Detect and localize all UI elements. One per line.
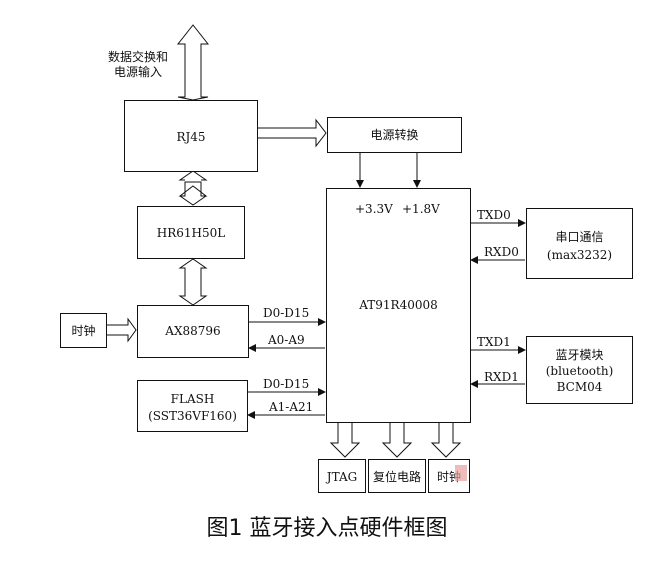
- red-mark: [455, 465, 467, 481]
- rj45-power-arrow: [258, 118, 327, 148]
- mcu-block: +3.3V +1.8V AT91R40008: [326, 188, 471, 423]
- rj45-hr-double-arrow: [178, 170, 208, 206]
- clock-bottom-label: 时钟: [436, 470, 461, 484]
- serial-block: 串口通信 (max3232): [526, 208, 633, 279]
- clock-ax-arrow: [107, 317, 137, 343]
- txd0-label: TXD0: [477, 208, 511, 222]
- flash-label-1: FLASH: [170, 392, 215, 406]
- clock-left-block: 时钟: [60, 313, 107, 348]
- ax-data-label: D0-D15: [263, 306, 310, 320]
- bluetooth-label-1: 蓝牙模块: [555, 348, 604, 362]
- clock-bottom-arrow: [430, 423, 462, 458]
- clock-left-label: 时钟: [71, 324, 96, 338]
- serial-label-1: 串口通信: [555, 230, 604, 244]
- bluetooth-label-3: BCM04: [556, 380, 603, 394]
- rxd0-label: RXD0: [484, 245, 519, 259]
- power-conversion-label: 电源转换: [370, 128, 419, 142]
- flash-block: FLASH (SST36VF160): [137, 380, 248, 432]
- jtag-block: JTAG: [318, 459, 366, 493]
- rj45-block: RJ45: [124, 100, 258, 172]
- rj45-label: RJ45: [176, 130, 206, 144]
- v18-label: +1.8V: [402, 202, 440, 216]
- hr61h50l-block: HR61H50L: [137, 206, 245, 259]
- txd1-label: TXD1: [477, 335, 511, 349]
- power-conversion-block: 电源转换: [327, 117, 462, 153]
- reset-arrow: [381, 423, 413, 458]
- v33-label: +3.3V: [355, 202, 393, 216]
- flash-addr-label: A1-A21: [269, 400, 314, 414]
- flash-data-label: D0-D15: [263, 377, 310, 391]
- bluetooth-label-2: (bluetooth): [545, 364, 614, 378]
- data-power-input-label: 数据交换和 电源输入: [107, 50, 168, 79]
- flash-label-2: (SST36VF160): [148, 409, 237, 423]
- reset-block: 复位电路: [368, 459, 426, 493]
- ax88796-block: AX88796: [137, 305, 249, 358]
- jtag-label: JTAG: [326, 470, 358, 484]
- hr-ax-double-arrow: [178, 258, 208, 306]
- hr61h50l-label: HR61H50L: [156, 226, 226, 240]
- ax88796-label: AX88796: [165, 324, 221, 338]
- bluetooth-block: 蓝牙模块 (bluetooth) BCM04: [526, 336, 633, 404]
- figure-caption: 图1 蓝牙接入点硬件框图: [206, 516, 448, 541]
- serial-label-2: (max3232): [546, 248, 613, 262]
- jtag-arrow: [329, 423, 361, 458]
- rxd1-label: RXD1: [484, 370, 519, 384]
- mcu-label: AT91R40008: [359, 298, 438, 312]
- input-double-arrow: [176, 24, 210, 101]
- ax-addr-label: A0-A9: [268, 333, 305, 347]
- reset-label: 复位电路: [372, 470, 421, 484]
